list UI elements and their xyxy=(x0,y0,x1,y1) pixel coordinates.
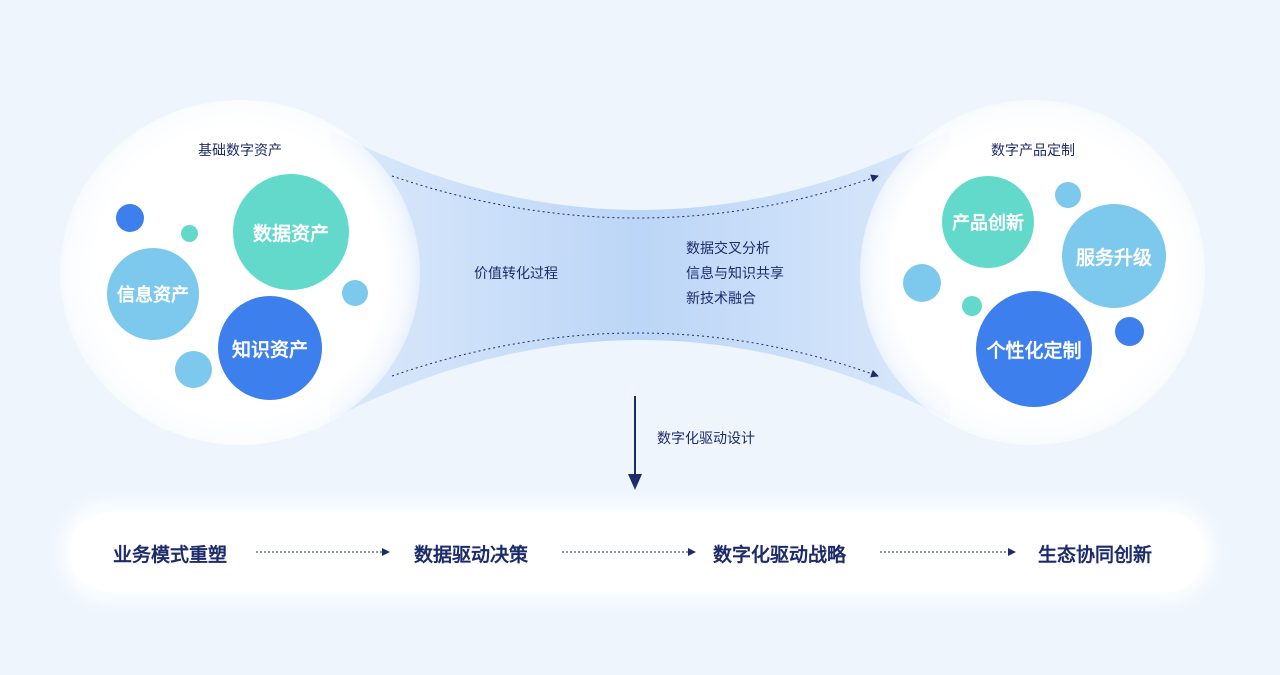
method-item: 数据交叉分析 xyxy=(686,241,770,257)
dot-decoration xyxy=(1055,182,1081,208)
dot-decoration xyxy=(1115,317,1144,346)
product-innovation-bubble: 产品创新 xyxy=(942,176,1034,268)
dot-decoration xyxy=(181,225,198,242)
data-asset-bubble: 数据资产 xyxy=(233,174,349,290)
flow-step: 数据驱动决策 xyxy=(414,544,529,566)
down-arrow-label: 数字化驱动设计 xyxy=(657,431,755,447)
flow-step: 生态协同创新 xyxy=(1038,544,1153,566)
dot-decoration xyxy=(903,264,941,302)
dot-decoration xyxy=(342,280,368,306)
flow-step: 业务模式重塑 xyxy=(113,544,228,566)
service-upgrade-bubble: 服务升级 xyxy=(1062,204,1166,308)
top-dotted-arrow xyxy=(391,174,879,219)
personalized-custom-bubble: 个性化定制 xyxy=(976,291,1092,407)
flow-arrow-head xyxy=(382,548,390,556)
down-arrow-head xyxy=(628,474,642,490)
right-group-title: 数字产品定制 xyxy=(991,143,1075,159)
info-asset-bubble: 信息资产 xyxy=(107,248,199,340)
method-item: 新技术融合 xyxy=(686,291,756,307)
flow-step: 数字化驱动战略 xyxy=(713,544,847,566)
knowledge-asset-bubble: 知识资产 xyxy=(218,296,322,400)
left-group-title: 基础数字资产 xyxy=(198,143,282,159)
dot-decoration xyxy=(962,296,982,316)
dot-decoration xyxy=(175,351,212,388)
dot-decoration xyxy=(116,204,144,232)
band-shape xyxy=(330,130,950,420)
process-label: 价值转化过程 xyxy=(474,266,558,282)
flow-arrow-head xyxy=(688,548,696,556)
method-item: 信息与知识共享 xyxy=(686,266,784,282)
bottom-dotted-arrow xyxy=(391,332,879,378)
flow-arrow-head xyxy=(1008,548,1016,556)
